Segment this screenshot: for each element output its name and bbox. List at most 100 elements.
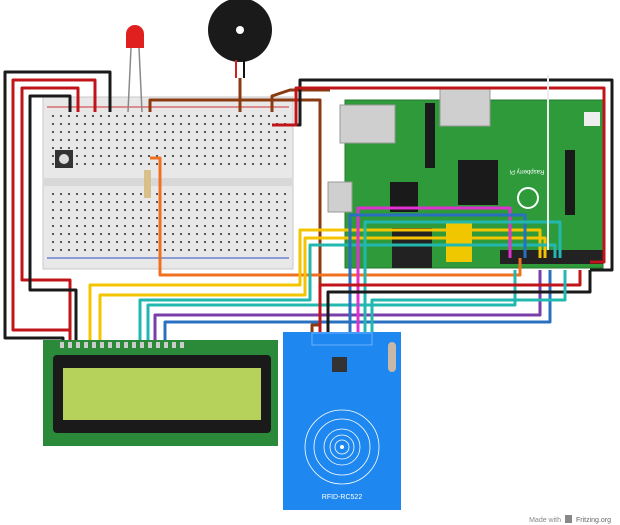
breadboard-hole [204,139,206,141]
breadboard-hole [252,163,254,165]
breadboard-hole [68,115,70,117]
breadboard-hole [172,233,174,235]
breadboard-hole [276,163,278,165]
breadboard-hole [52,225,54,227]
breadboard-hole [108,241,110,243]
breadboard-hole [92,115,94,117]
fritzing-brand[interactable]: Fritzing.org [576,517,611,524]
breadboard-hole [108,131,110,133]
breadboard-hole [84,193,86,195]
breadboard-hole [204,163,206,165]
breadboard-hole [228,225,230,227]
breadboard-hole [164,163,166,165]
breadboard-hole [164,249,166,251]
breadboard-hole [188,163,190,165]
breadboard-hole [132,147,134,149]
breadboard-hole [148,241,150,243]
breadboard-hole [252,155,254,157]
breadboard-hole [268,193,270,195]
lcd-pin [68,342,72,348]
breadboard-hole [284,155,286,157]
breadboard-hole [236,139,238,141]
breadboard-hole [236,201,238,203]
breadboard-hole [180,249,182,251]
breadboard-hole [252,217,254,219]
breadboard-hole [60,233,62,235]
breadboard-hole [172,193,174,195]
breadboard-hole [284,147,286,149]
breadboard-hole [204,241,206,243]
breadboard-hole [156,163,158,165]
breadboard-hole [212,147,214,149]
breadboard-hole [156,233,158,235]
breadboard-hole [188,131,190,133]
breadboard-hole [148,115,150,117]
breadboard-hole [140,233,142,235]
breadboard-hole [180,193,182,195]
breadboard-hole [116,201,118,203]
breadboard-hole [172,131,174,133]
breadboard-hole [156,209,158,211]
breadboard-hole [156,249,158,251]
breadboard-hole [92,241,94,243]
breadboard-hole [132,249,134,251]
breadboard-hole [116,115,118,117]
breadboard-hole [196,123,198,125]
breadboard-hole [164,131,166,133]
breadboard-hole [156,155,158,157]
breadboard-hole [108,163,110,165]
raspberry-pi-board: Raspberry Pi [327,87,604,269]
breadboard-hole [236,209,238,211]
breadboard-hole [212,249,214,251]
breadboard-hole [204,217,206,219]
breadboard-hole [188,123,190,125]
breadboard-hole [84,155,86,157]
breadboard-hole [100,233,102,235]
breadboard-hole [260,147,262,149]
breadboard-hole [92,193,94,195]
breadboard-hole [84,201,86,203]
breadboard-hole [68,147,70,149]
breadboard-hole [116,131,118,133]
breadboard-hole [116,139,118,141]
breadboard-hole [204,209,206,211]
wires [3,70,614,345]
breadboard-hole [140,139,142,141]
breadboard-hole [204,193,206,195]
breadboard-hole [276,139,278,141]
breadboard-hole [92,131,94,133]
breadboard-hole [220,249,222,251]
breadboard-hole [172,155,174,157]
breadboard-hole [60,131,62,133]
crystal [388,342,396,372]
breadboard-hole [268,139,270,141]
breadboard-hole [156,193,158,195]
breadboard-hole [220,225,222,227]
breadboard-hole [100,201,102,203]
breadboard-hole [204,201,206,203]
breadboard-hole [164,193,166,195]
breadboard-hole [156,123,158,125]
breadboard-hole [108,193,110,195]
breadboard-hole [148,123,150,125]
potentiometer-knob [59,154,69,164]
breadboard-hole [172,123,174,125]
breadboard-hole [268,131,270,133]
breadboard-hole [212,233,214,235]
breadboard-hole [212,201,214,203]
breadboard-hole [60,201,62,203]
breadboard-hole [92,139,94,141]
composite-out [446,222,472,262]
breadboard-hole [212,131,214,133]
breadboard-hole [92,201,94,203]
lcd-16x2 [43,340,278,446]
breadboard-hole [108,233,110,235]
breadboard-hole [52,233,54,235]
breadboard-hole [212,139,214,141]
breadboard-hole [148,209,150,211]
breadboard-hole [180,123,182,125]
breadboard-hole [276,225,278,227]
breadboard-hole [220,241,222,243]
breadboard-hole [108,217,110,219]
breadboard-hole [68,233,70,235]
